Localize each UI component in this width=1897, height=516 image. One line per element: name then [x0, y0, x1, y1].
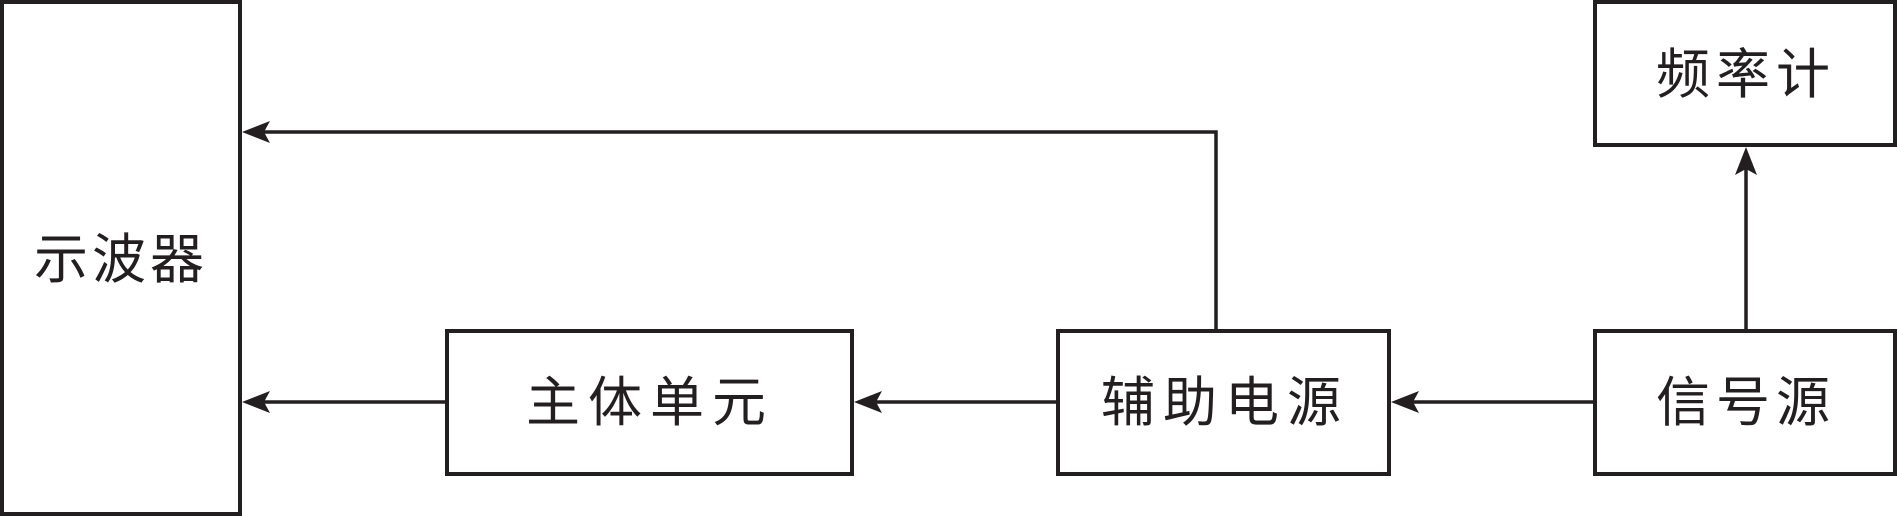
- frequency-counter-label: 频率计: [1656, 43, 1836, 106]
- connector-main-unit-to-oscilloscope: [242, 391, 447, 413]
- signal-source-label: 信号源: [1656, 371, 1836, 434]
- arrowhead-icon: [1735, 147, 1757, 175]
- oscilloscope-block: 示波器: [0, 0, 242, 516]
- oscilloscope-label: 示波器: [34, 228, 208, 291]
- main-unit-block: 主体单元: [445, 329, 854, 476]
- arrowhead-icon: [854, 391, 882, 413]
- connector-aux-power-to-oscilloscope: [242, 121, 1218, 331]
- frequency-counter-block: 频率计: [1593, 0, 1897, 147]
- arrowhead-icon: [1391, 391, 1419, 413]
- main-unit-label: 主体单元: [526, 371, 774, 434]
- arrowhead-icon: [242, 391, 270, 413]
- connector-signal-source-to-frequency-counter: [1735, 147, 1757, 331]
- connector-signal-source-to-aux-power: [1391, 391, 1595, 413]
- arrowhead-icon: [242, 121, 270, 143]
- signal-source-block: 信号源: [1593, 329, 1897, 476]
- aux-power-block: 辅助电源: [1056, 329, 1391, 476]
- aux-power-label: 辅助电源: [1101, 371, 1349, 434]
- connector-aux-power-to-main-unit: [854, 391, 1058, 413]
